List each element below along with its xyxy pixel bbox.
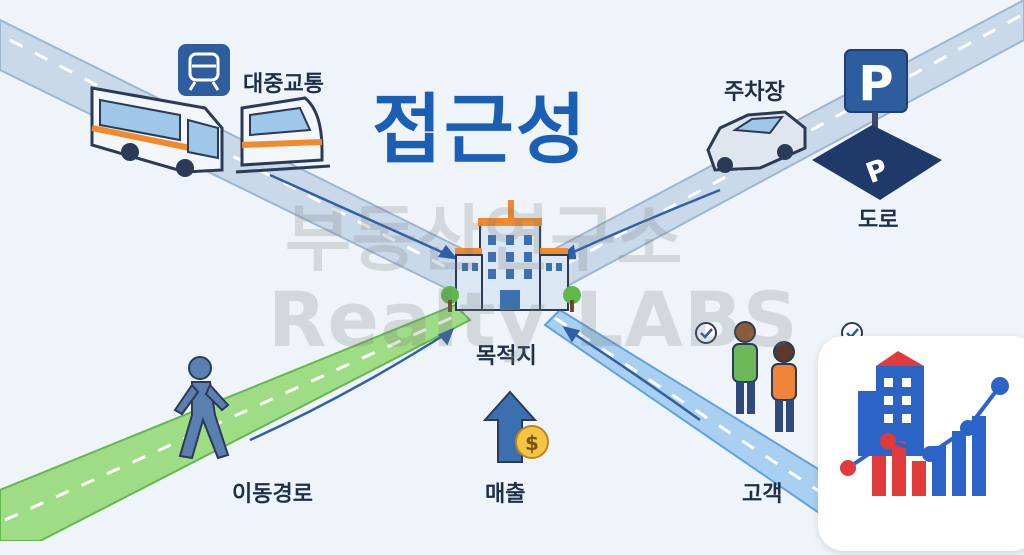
parking-sign-letter: P — [858, 56, 893, 112]
train-icon — [178, 44, 230, 96]
parking-sign-icon: P P — [812, 49, 942, 200]
walking-person-icon — [173, 356, 230, 460]
label-movement-path: 이동경로 — [232, 482, 313, 507]
accessibility-diagram: P P — [0, 0, 1024, 541]
coin-symbol: $ — [525, 431, 539, 455]
watermark-korean: 부동산연구소 — [285, 197, 683, 281]
label-public-transit: 대중교통 — [243, 72, 324, 97]
destination-building-icon — [441, 200, 581, 312]
car-icon — [706, 110, 807, 173]
label-customers: 고객 — [742, 482, 783, 507]
bus-icon — [90, 86, 224, 177]
customers-icon — [695, 321, 863, 432]
train-vehicle-icon — [235, 96, 331, 174]
page-title: 접근성 — [372, 85, 588, 174]
label-road: 도로 — [858, 208, 899, 233]
watermark-english: Realty LABS — [268, 275, 799, 364]
brand-logo — [818, 336, 1024, 551]
sales-up-icon: $ — [482, 390, 549, 463]
label-sales: 매출 — [485, 482, 526, 507]
brand-logo-graphic — [840, 351, 1009, 496]
parking-lot-marking — [812, 125, 942, 200]
label-parking: 주차장 — [724, 80, 785, 105]
label-destination: 목적지 — [476, 344, 537, 369]
green-path — [0, 303, 472, 541]
